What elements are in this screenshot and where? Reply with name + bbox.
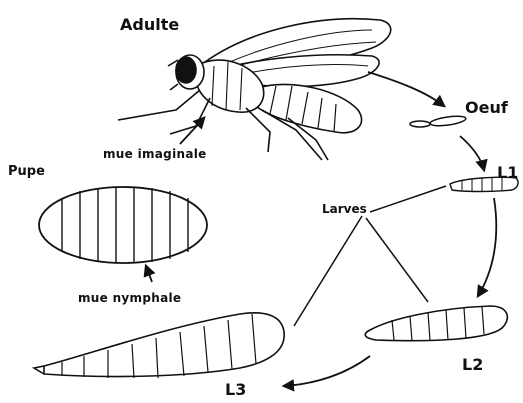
label-oeuf: Oeuf — [465, 100, 508, 116]
label-l3: L3 — [225, 382, 246, 398]
fly-abdomen — [256, 84, 362, 132]
arrow-egg-to-l1 — [460, 136, 484, 170]
label-l2: L2 — [462, 357, 483, 373]
arrow-l1-to-l2 — [478, 198, 496, 296]
adult-fly-illustration — [118, 19, 391, 160]
arrow-mue-nymphale — [146, 266, 152, 282]
larva-l3-illustration — [34, 313, 284, 378]
label-mue-imaginale: mue imaginale — [103, 148, 207, 160]
larves-connectors — [294, 186, 446, 326]
larva-l2-illustration — [365, 306, 507, 341]
label-l1: L1 — [497, 165, 518, 181]
fly-eye — [176, 57, 196, 83]
arrow-mue-imaginale — [180, 118, 204, 144]
egg-illustration — [410, 115, 466, 128]
label-mue-nymphale: mue nymphale — [78, 292, 181, 304]
pupa-illustration — [39, 187, 207, 263]
label-pupe: Pupe — [8, 165, 45, 178]
label-adulte: Adulte — [120, 17, 179, 33]
label-larves: Larves — [322, 203, 367, 215]
arrow-l2-to-l3 — [284, 356, 370, 386]
arrow-adult-to-egg — [368, 72, 444, 106]
